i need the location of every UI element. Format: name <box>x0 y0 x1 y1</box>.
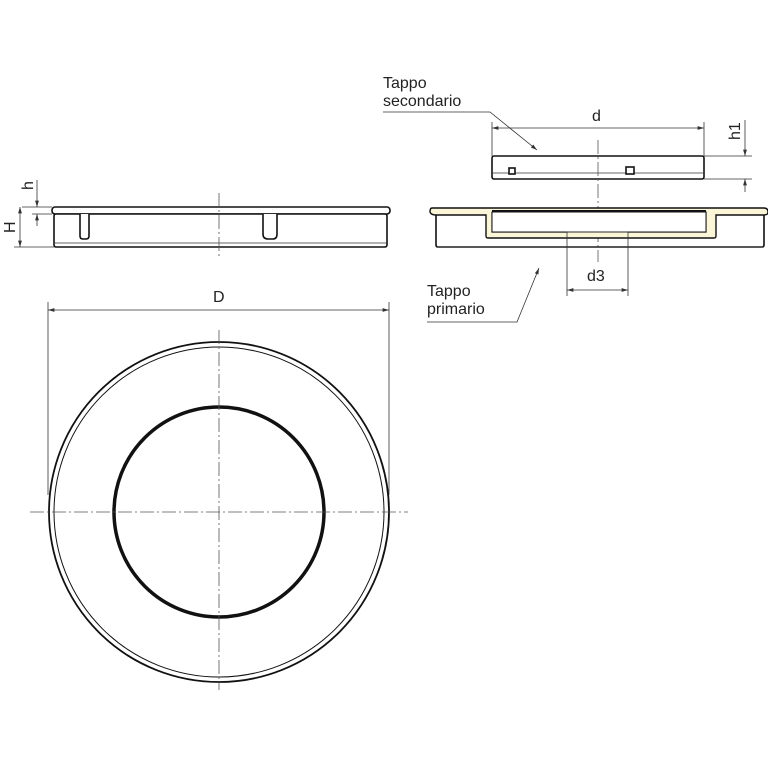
label-d: d <box>592 108 601 125</box>
label-d3: d3 <box>587 268 605 285</box>
label-tappo-primary-1: Tappo <box>427 283 471 300</box>
primary-cap-side-view <box>51 193 391 258</box>
primary-cap-section-view <box>429 207 768 248</box>
label-tappo-secondary-1: Tappo <box>383 75 427 92</box>
dimension-H: H <box>2 207 54 248</box>
secondary-cap-side-view <box>491 140 705 262</box>
label-tappo-primary-2: primario <box>427 301 485 318</box>
clip-left <box>79 214 90 240</box>
label-h1: h1 <box>727 122 744 140</box>
primary-cap-callout: Tappo primario <box>427 267 540 323</box>
label-h: h <box>20 181 37 190</box>
clip-right <box>262 214 278 240</box>
label-tappo-secondary-2: secondario <box>383 93 461 110</box>
dimension-h1: h1 <box>704 120 752 192</box>
dimension-d3: d3 <box>566 232 629 296</box>
label-D: D <box>213 289 225 306</box>
dimension-D: D <box>47 289 390 495</box>
dimension-d: d <box>491 108 705 156</box>
secondary-cap-callout: Tappo secondario <box>383 75 538 151</box>
dimension-h: h <box>20 180 52 226</box>
label-H: H <box>2 221 19 233</box>
primary-cap-plan-view <box>30 330 408 690</box>
